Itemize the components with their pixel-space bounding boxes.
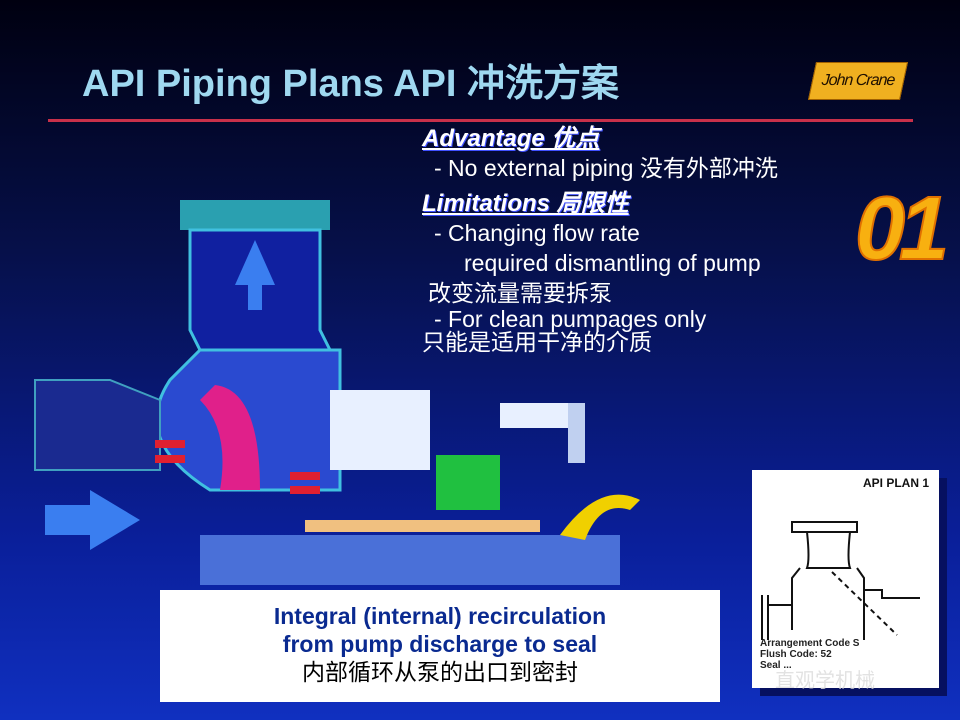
caption-box: Integral (internal) recirculation from p… (160, 590, 720, 702)
watermark: 直观学机械 (775, 670, 875, 692)
api-plan-1-figure: API PLAN 1 Arrangement Code S Flush Code… (752, 470, 939, 688)
limitation-line: - For clean pumpages only (434, 306, 707, 332)
flow-in-arrow-icon (45, 490, 140, 550)
advantage-heading: Advantage 优点 (422, 125, 600, 152)
plan-schematic (761, 521, 920, 640)
suction-casing (34, 379, 161, 471)
wear-ring (290, 472, 320, 480)
plan-code-text: Arrangement Code S Flush Code: 52 Seal .… (760, 638, 859, 671)
slide-title: API Piping Plans API 冲洗方案 (82, 63, 619, 105)
limitations-heading: Limitations 局限性 (422, 190, 629, 217)
flush-code: Flush Code: 52 (760, 649, 832, 660)
seal-chamber (330, 390, 430, 470)
flow-up-arrow-icon (235, 240, 275, 310)
advantages-block: Advantage 优点 - No external piping 没有外部冲洗… (422, 118, 778, 354)
title-divider (48, 119, 913, 122)
caption-line: 内部循环从泵的出口到密封 (302, 659, 578, 685)
discharge-flange (180, 200, 330, 230)
arrangement-code: Arrangement Code S (760, 638, 860, 649)
advantage-item: - No external piping 没有外部冲洗 (434, 155, 778, 181)
logo-text: John Crane (821, 72, 896, 89)
seal-code: Seal ... (760, 660, 792, 671)
impeller (200, 385, 260, 490)
plan-figure-title: API PLAN 1 (862, 476, 929, 490)
pump-cross-section-diagram (34, 200, 640, 585)
sleeve (305, 520, 540, 532)
wear-ring (290, 486, 320, 494)
caption-line: Integral (internal) recirculation (273, 603, 607, 629)
wear-ring (155, 440, 185, 448)
plan-number: 01 (854, 178, 950, 280)
mechanical-seal (436, 455, 500, 510)
shaft (200, 535, 620, 585)
limitation-line: 只能是适用干净的介质 (422, 329, 652, 355)
limitation-line: required dismantling of pump (464, 250, 761, 276)
caption-line: from pump discharge to seal (282, 631, 598, 657)
limitation-line: - Changing flow rate (434, 220, 640, 246)
wear-ring (155, 455, 185, 463)
limitation-line: 改变流量需要拆泵 (428, 280, 612, 306)
recirculation-arrow-icon (560, 494, 640, 540)
flush-pipe-leg (568, 403, 585, 463)
john-crane-logo: John Crane (807, 62, 909, 100)
